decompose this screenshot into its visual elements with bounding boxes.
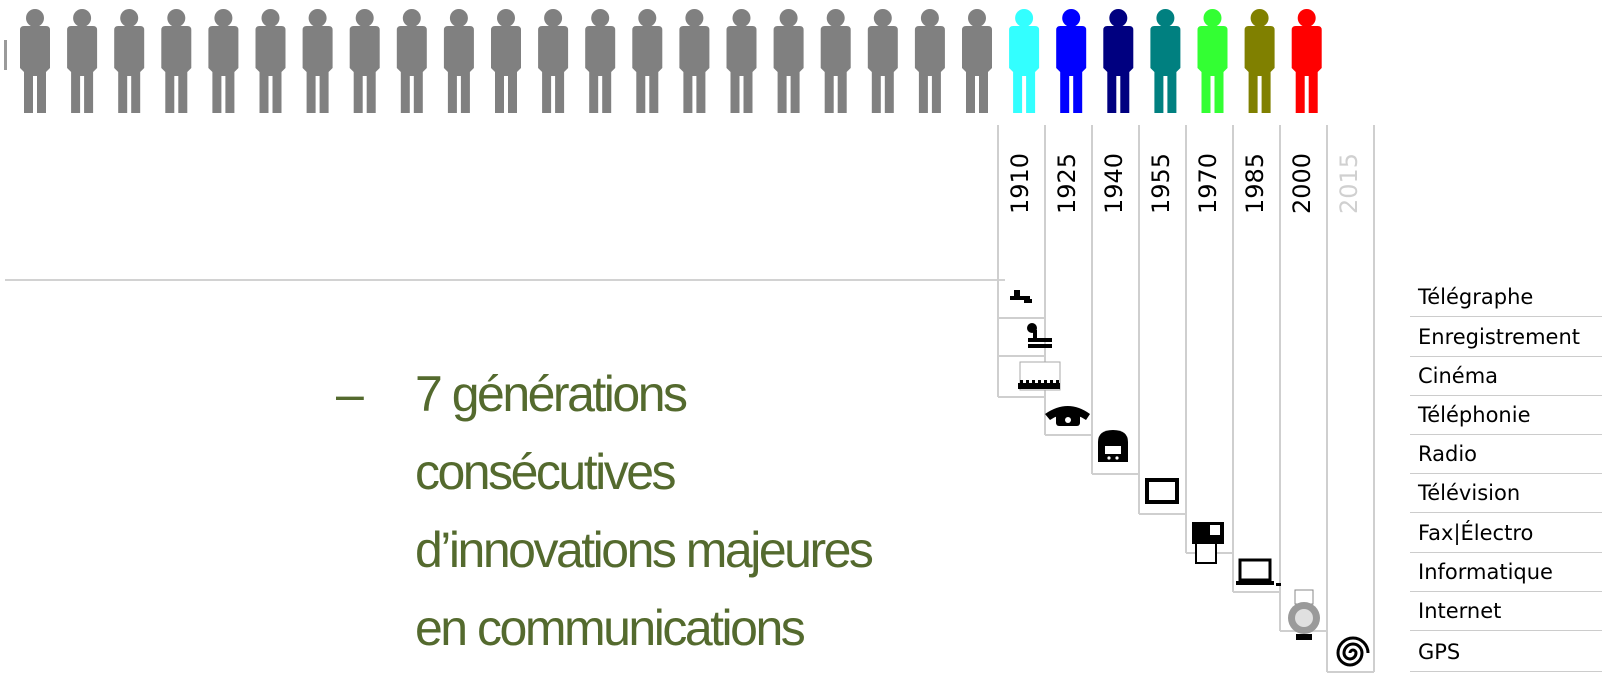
person-figure-gray	[443, 9, 474, 113]
fax-icon	[1192, 522, 1224, 564]
bullet-dash: –	[336, 366, 364, 422]
person-figure-gray	[679, 9, 710, 113]
person-figure-gray	[20, 9, 50, 113]
person-figure-gray	[585, 9, 616, 113]
tech-label-cinema: Cinéma	[1418, 364, 1499, 388]
person-figure-colored	[1150, 9, 1181, 113]
tech-label-telegraphe: Télégraphe	[1418, 285, 1534, 309]
tech-row-line	[1410, 434, 1602, 435]
divider-line	[5, 279, 1005, 281]
person-figure-gray	[302, 9, 333, 113]
tech-label-gps: GPS	[1418, 640, 1461, 664]
person-figure-gray	[867, 9, 898, 113]
television-icon	[1145, 478, 1179, 504]
telegraph-icon	[1010, 290, 1032, 303]
internet-ip-icon	[1288, 589, 1320, 640]
person-figure-gray	[396, 9, 427, 113]
bullet-line-2: consécutives	[415, 444, 677, 500]
tech-label-radio: Radio	[1418, 442, 1478, 466]
tech-row-line	[1410, 552, 1602, 553]
person-figure-colored	[1291, 9, 1322, 113]
gps-spiral-icon	[1336, 636, 1370, 667]
tech-label-fax-electro: Fax|Électro	[1418, 521, 1534, 545]
person-figure-gray	[773, 9, 804, 113]
tech-label-enregistrement: Enregistrement	[1418, 325, 1581, 349]
tech-label-telephonie: Téléphonie	[1418, 403, 1531, 427]
person-figure-gray	[491, 9, 521, 113]
person-figure-colored	[1103, 9, 1134, 113]
person-figure-gray	[820, 9, 851, 113]
tech-row-line	[1410, 316, 1602, 317]
person-figure-gray	[632, 9, 663, 113]
tech-row-line	[1410, 356, 1602, 357]
tech-row-line	[1410, 671, 1602, 672]
radio-icon	[1098, 430, 1128, 462]
edge-mark	[4, 40, 7, 70]
person-figure-gray	[208, 9, 239, 113]
bullet-line-1: 7 générations	[415, 366, 688, 422]
person-figure-gray	[67, 9, 98, 113]
tech-row-line	[1410, 512, 1602, 513]
person-figure-gray	[349, 9, 380, 113]
tech-label-internet: Internet	[1418, 599, 1502, 623]
tech-label-television: Télévision	[1418, 481, 1521, 505]
tech-row-line	[1410, 473, 1602, 474]
person-figure-colored	[1244, 9, 1275, 113]
person-figure-colored	[1009, 9, 1040, 113]
person-figure-gray	[962, 9, 992, 113]
phonograph-icon	[1027, 323, 1052, 348]
film-icon	[1018, 361, 1061, 391]
person-figure-gray	[255, 9, 286, 113]
tech-row-line	[1410, 630, 1602, 631]
telephone-icon	[1045, 406, 1090, 426]
tech-row-line	[1410, 591, 1602, 592]
tech-row-line	[1410, 395, 1602, 396]
generations-people-row	[4, 9, 1322, 113]
person-figure-colored	[1056, 9, 1087, 113]
tech-label-informatique: Informatique	[1418, 560, 1553, 584]
person-figure-gray	[114, 9, 145, 113]
person-figure-gray	[161, 9, 192, 113]
person-figure-gray	[538, 9, 569, 113]
laptop-icon	[1236, 558, 1281, 586]
person-figure-gray	[726, 9, 757, 113]
person-figure-colored	[1197, 9, 1228, 113]
bullet-line-3: d’innovations majeures	[415, 522, 874, 578]
person-figure-gray	[914, 9, 945, 113]
bullet-line-4: en communications	[415, 600, 806, 656]
